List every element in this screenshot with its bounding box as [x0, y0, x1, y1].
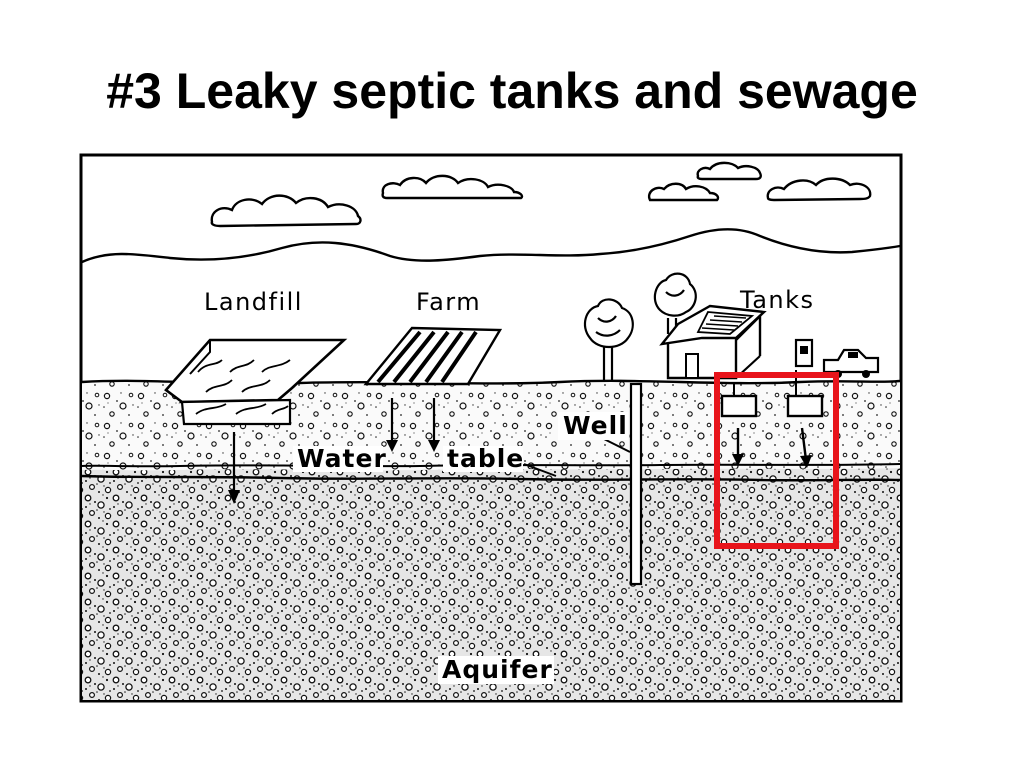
water-table-pointer	[523, 463, 557, 477]
table-label-bg	[443, 446, 523, 472]
farm-label: Farm	[416, 288, 481, 316]
aquifer-zone	[82, 468, 900, 700]
aquifer-label: Aquifer	[442, 655, 553, 684]
house-illustration	[659, 304, 797, 396]
water-label-bg	[293, 446, 383, 472]
tree-icons	[583, 272, 697, 380]
septic-tanks	[720, 394, 824, 468]
septic-highlight-box	[714, 372, 839, 549]
well-label: Well	[563, 411, 628, 440]
water-table-line-lower	[81, 474, 901, 482]
slide-title: #3 Leaky septic tanks and sewage	[106, 63, 918, 119]
farm-illustration	[363, 326, 503, 452]
landfill-label: Landfill	[204, 288, 303, 316]
table-label: table	[447, 444, 524, 473]
hills-line	[81, 228, 901, 264]
aquifer-label-bg	[438, 656, 554, 684]
tanks-label: Tanks	[739, 286, 815, 314]
well-label-bg	[558, 412, 628, 440]
clouds	[210, 161, 872, 228]
landfill-illustration	[164, 338, 348, 504]
water-label: Water	[297, 444, 387, 473]
